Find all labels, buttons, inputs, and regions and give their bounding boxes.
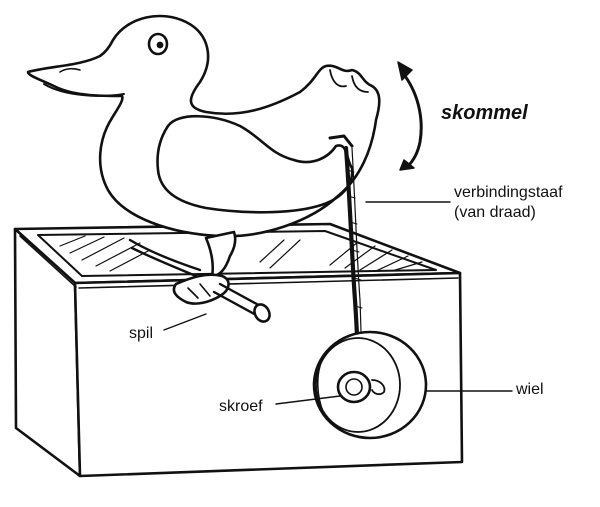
duck-body [26,14,381,238]
wheel [312,330,428,440]
label-verbindingstaaf: verbindingstaaf [454,184,563,201]
rocking-arrow [397,61,423,171]
duck-leg-front [204,230,237,278]
duck-pupil [156,41,164,49]
duck-bill-line [43,83,125,97]
duck-leg-back [128,238,202,272]
box-opening-shading [59,235,423,272]
label-wiel: wiel [516,381,544,398]
leader-lines [163,201,513,405]
screw-head [336,370,372,404]
label-skroef: skroef [219,398,263,415]
axle [212,282,271,323]
label-van-draad: (van draad) [454,204,536,221]
leader-spil [163,313,207,331]
duck-bill-nostril [59,67,81,73]
duck-wing [156,114,354,214]
duck [26,14,381,305]
label-spil: spil [129,325,154,342]
leader-skroef [275,395,341,405]
label-skommel: skommel [441,102,528,124]
